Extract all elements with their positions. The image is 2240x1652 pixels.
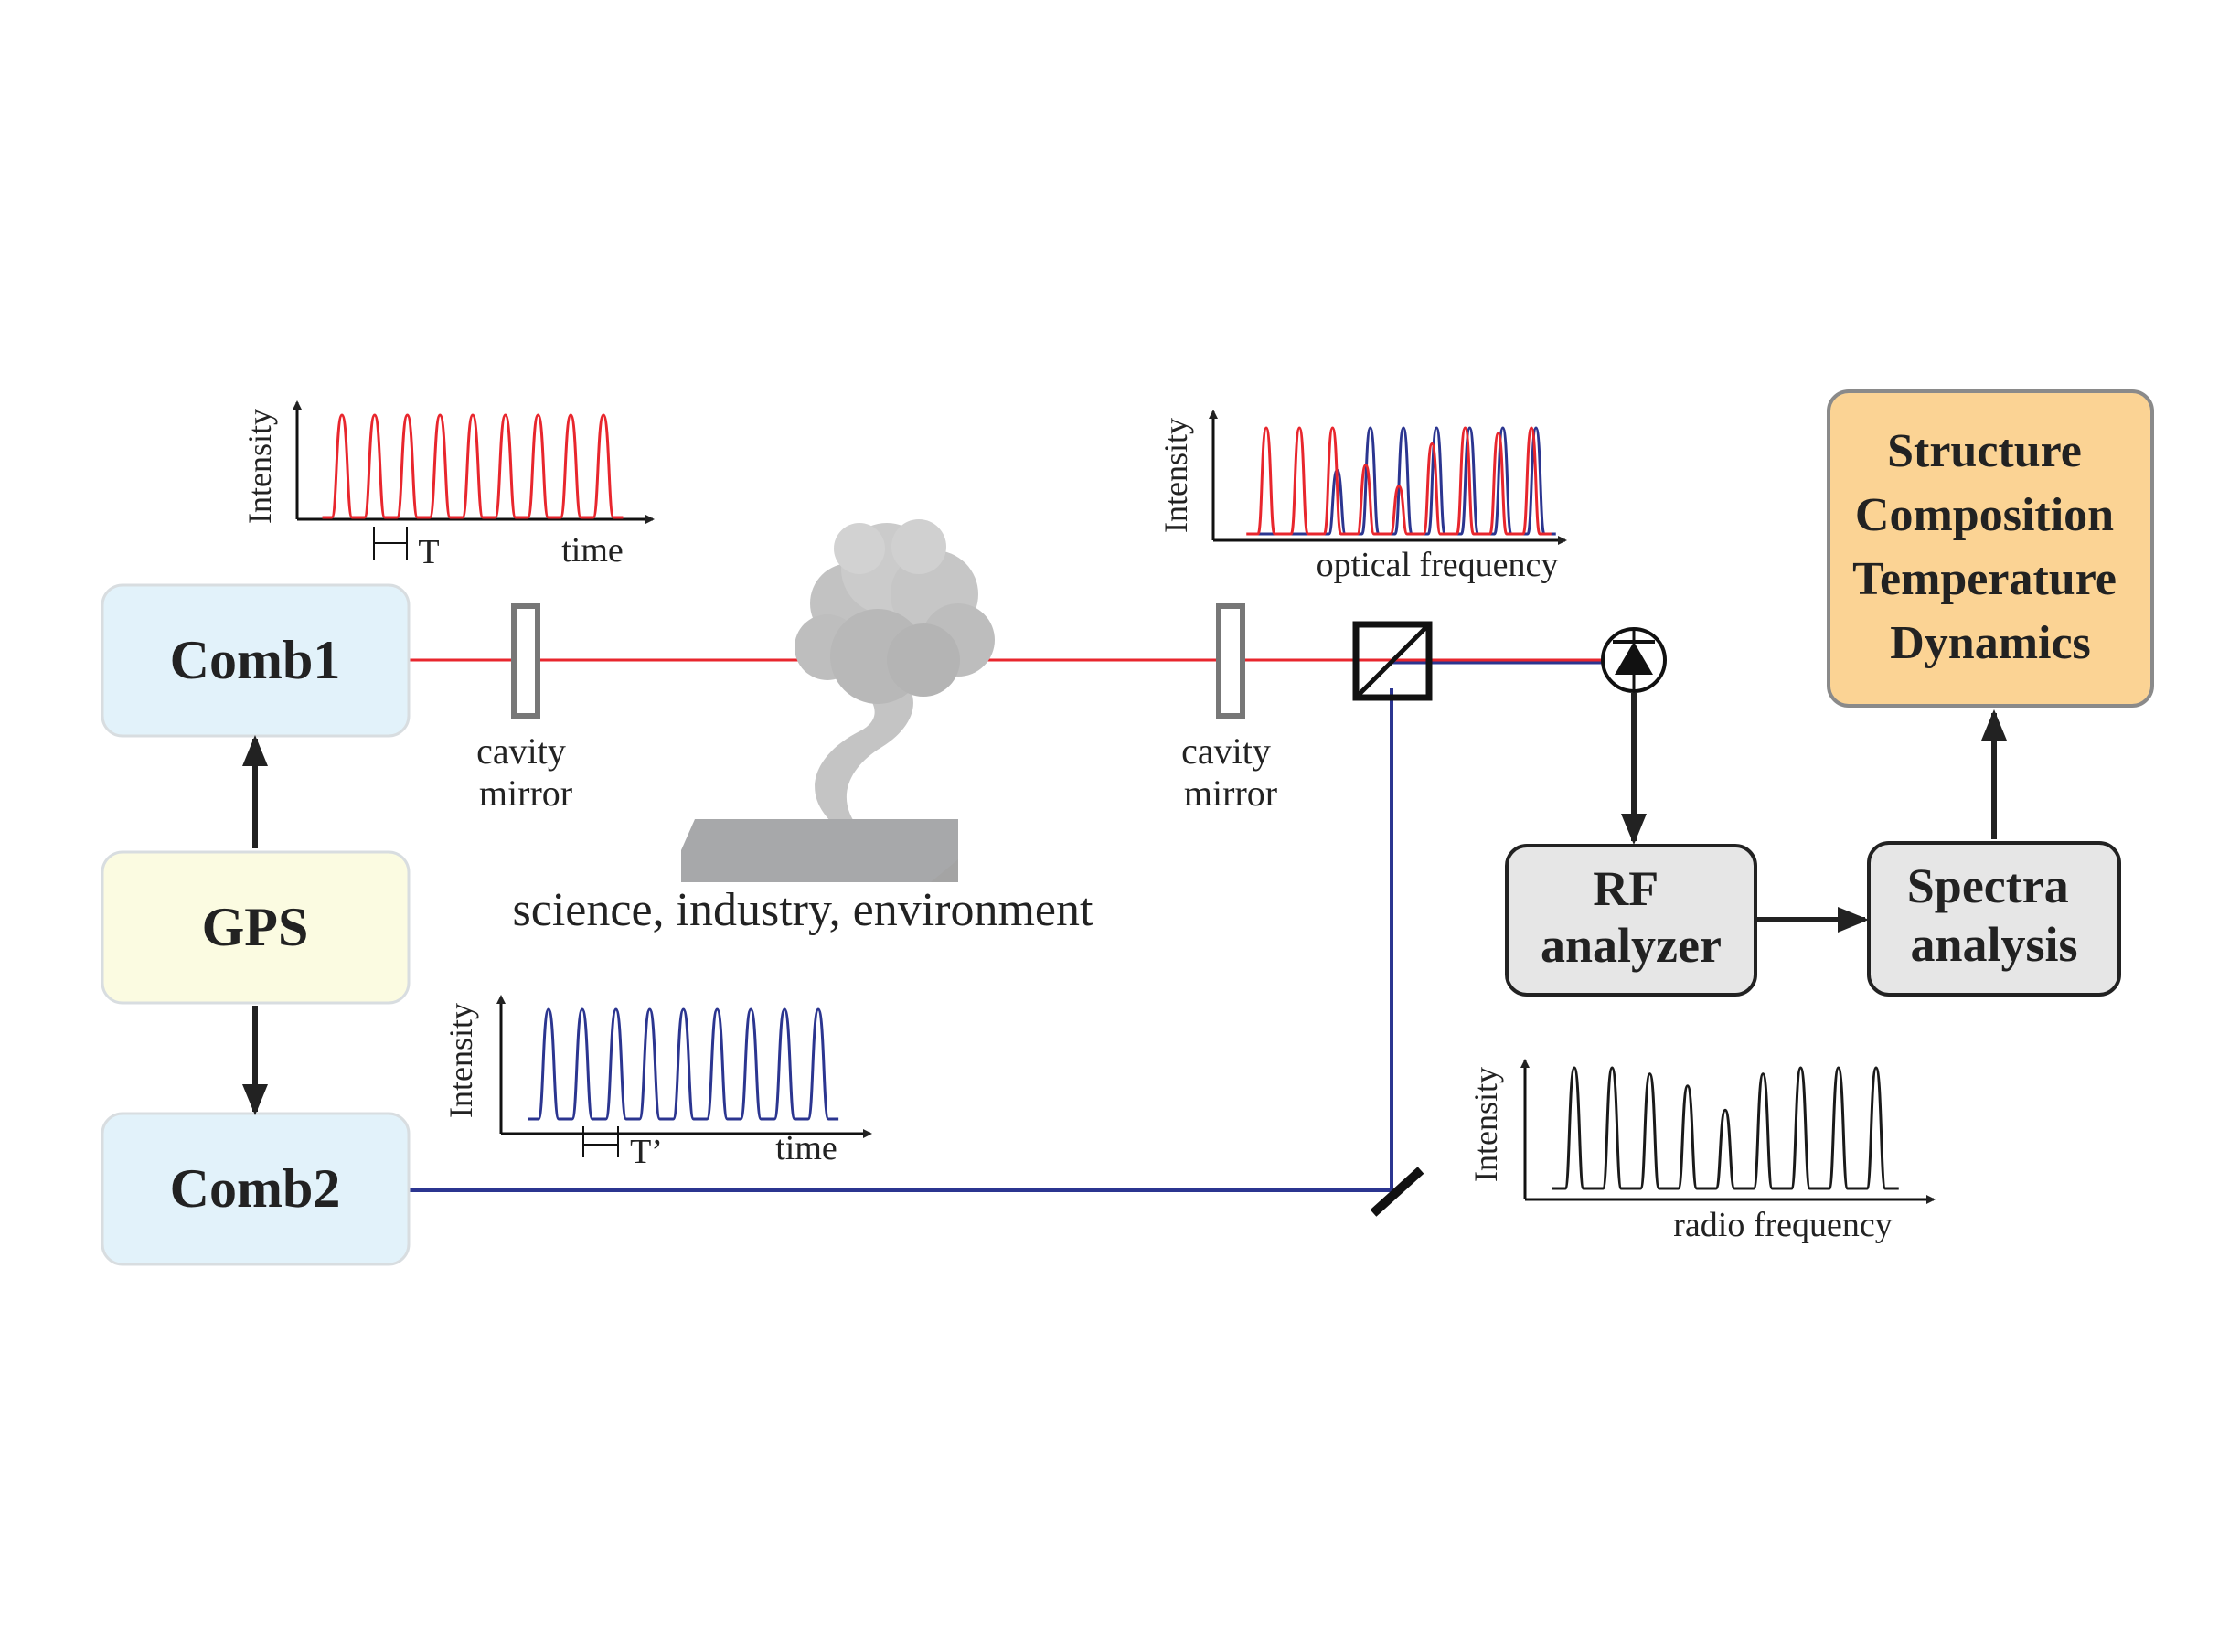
comb2-inset-xlabel: time xyxy=(775,1129,837,1167)
rf-spectrum xyxy=(1552,1066,1899,1190)
application-label: science, industry, environment xyxy=(513,884,1093,936)
comb2-time-inset: Intensity time T’ xyxy=(443,995,872,1171)
rf-inset-ylabel: Intensity xyxy=(1467,1067,1504,1182)
comb1-inset-ylabel: Intensity xyxy=(241,409,278,524)
rf-analyzer-label: RF analyzer xyxy=(1541,861,1722,973)
cavity-mirror-left xyxy=(511,603,540,719)
cavity-mirror-right xyxy=(1216,603,1245,719)
rf-analyzer-box: RF analyzer xyxy=(1505,844,1757,997)
comb2-label: Comb2 xyxy=(170,1158,341,1219)
output-box: Structure Composition Temperature Dynami… xyxy=(1827,389,2154,708)
spectra-analysis-box: Spectra analysis xyxy=(1867,841,2121,997)
optical-frequency-inset: Intensity optical frequency xyxy=(1157,410,1567,584)
radio-frequency-inset: Intensity radio frequency xyxy=(1467,1059,1936,1244)
comb2-inset-ylabel: Intensity xyxy=(443,1003,479,1118)
comb1-period-label: T xyxy=(418,533,439,571)
gps-label: GPS xyxy=(202,897,309,957)
cavity-mirror-right-label: cavity mirror xyxy=(1181,730,1280,814)
rf-inset-xlabel: radio frequency xyxy=(1673,1206,1893,1244)
optical-comb2-spectrum xyxy=(1251,426,1556,536)
beam-splitter xyxy=(1352,621,1433,701)
comb1-inset-xlabel: time xyxy=(561,531,624,570)
comb1-pulse-train xyxy=(322,413,624,519)
photodetector-icon xyxy=(1601,627,1667,693)
comb1-time-inset: Intensity time T xyxy=(241,400,655,571)
fold-mirror xyxy=(1370,1167,1424,1217)
output-label: Structure Composition Temperature Dynami… xyxy=(1852,425,2128,669)
spectra-analysis-label: Spectra analysis xyxy=(1907,858,2081,972)
comb2-period-label: T’ xyxy=(630,1133,663,1171)
smoke-cloud-illustration xyxy=(681,519,995,882)
comb2-pulse-train xyxy=(528,1007,839,1121)
optical-inset-ylabel: Intensity xyxy=(1157,418,1194,533)
gps-box: GPS xyxy=(101,850,411,1005)
cavity-mirror-left-label: cavity mirror xyxy=(476,730,575,814)
comb1-label: Comb1 xyxy=(170,630,341,690)
comb2-box: Comb2 xyxy=(101,1112,411,1266)
comb1-box: Comb1 xyxy=(101,583,411,738)
optical-comb1-spectrum xyxy=(1246,426,1552,536)
optical-inset-xlabel: optical frequency xyxy=(1317,546,1559,584)
